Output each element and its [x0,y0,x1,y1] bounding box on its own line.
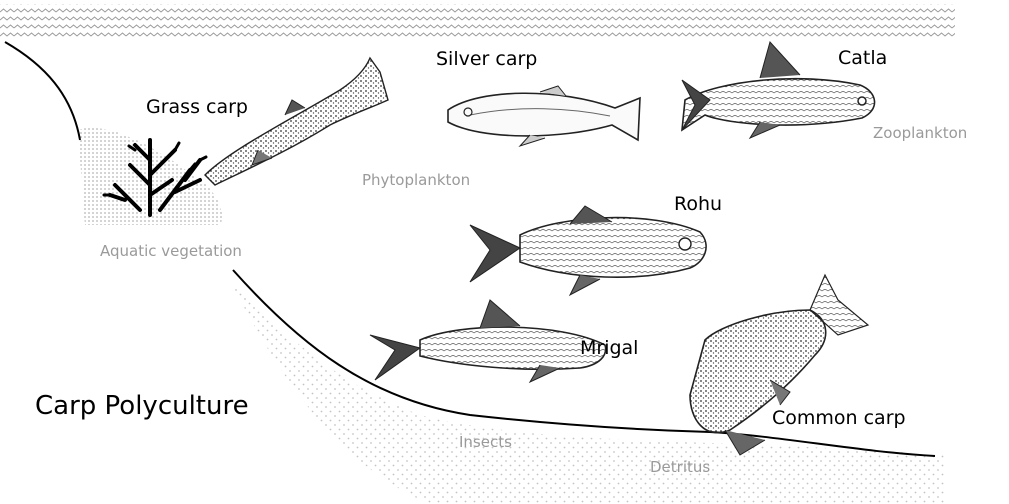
pond-bank-left [5,42,80,140]
rohu-fish [470,206,706,295]
zooplankton-label: Zooplankton [873,126,967,141]
aquatic-vegetation-plant [78,128,222,225]
mrigal-label: Mrigal [580,339,638,358]
common-carp-label: Common carp [772,409,906,428]
insects-label: Insects [459,435,512,450]
catla-label: Catla [838,49,887,68]
silver-carp-fish [448,86,640,146]
water-surface [0,4,955,40]
detritus-label: Detritus [650,460,710,475]
rohu-label: Rohu [674,195,722,214]
diagram-title: Carp Polyculture [35,393,249,419]
silver-carp-label: Silver carp [436,50,537,69]
grass-carp-label: Grass carp [146,98,248,117]
aquatic-vegetation-label: Aquatic vegetation [100,244,242,259]
grass-carp-fish [205,58,388,185]
mrigal-fish [370,300,606,382]
phytoplankton-label: Phytoplankton [362,173,470,188]
